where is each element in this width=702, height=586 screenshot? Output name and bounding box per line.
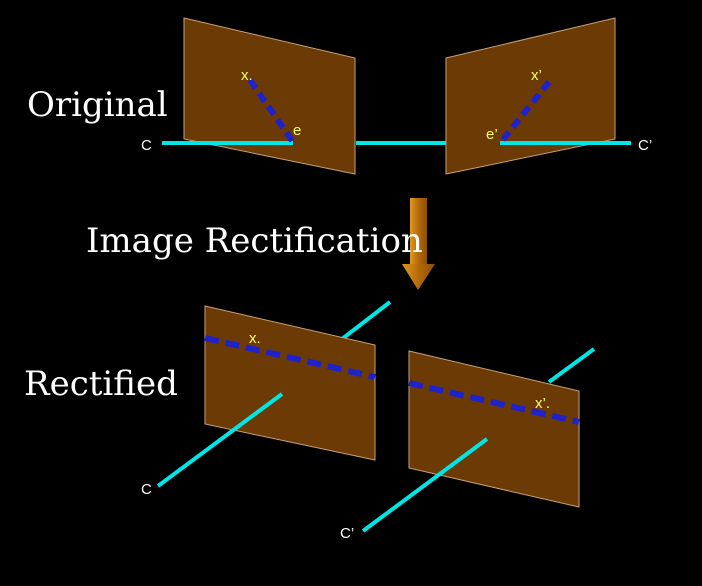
rectified-baseline-right-lower	[361, 437, 489, 533]
original-stereo-pair: x. x’ e e’ C C’	[141, 17, 652, 175]
rectified-baseline-right-upper	[547, 347, 596, 384]
original-right-image-plane	[445, 17, 616, 175]
original-x-right-label: x’	[531, 67, 542, 84]
rectified-baseline-left-upper	[340, 300, 392, 341]
rectified-right-image-plane	[408, 350, 580, 508]
original-c-right-label: C’	[638, 137, 652, 154]
rectified-c-right-label: C’	[340, 525, 354, 542]
rectified-x-left-label: x.	[249, 330, 261, 347]
original-right-epipolar-line	[498, 80, 552, 144]
rectified-left-image-plane	[204, 305, 376, 461]
rectified-c-left-label: C	[141, 481, 152, 498]
original-c-left-label: C	[141, 137, 152, 154]
rectified-left-epipolar-line	[204, 335, 376, 380]
original-e-right-label: e’	[486, 126, 498, 143]
original-e-left-label: e	[293, 122, 301, 139]
rectified-stereo-pair: x. x’. C C’	[141, 300, 596, 542]
process-arrow	[402, 198, 435, 290]
original-left-epipolar-line	[247, 78, 296, 144]
rectified-baseline-left-lower	[156, 392, 284, 488]
original-x-left-label: x.	[241, 67, 253, 84]
heading-rectified: Rectified	[24, 364, 178, 404]
heading-image-rectification: Image Rectification	[86, 221, 423, 261]
original-left-image-plane	[183, 17, 356, 175]
rectified-x-right-label: x’.	[535, 395, 550, 412]
heading-original: Original	[27, 85, 168, 125]
rectified-right-epipolar-line	[408, 380, 580, 425]
